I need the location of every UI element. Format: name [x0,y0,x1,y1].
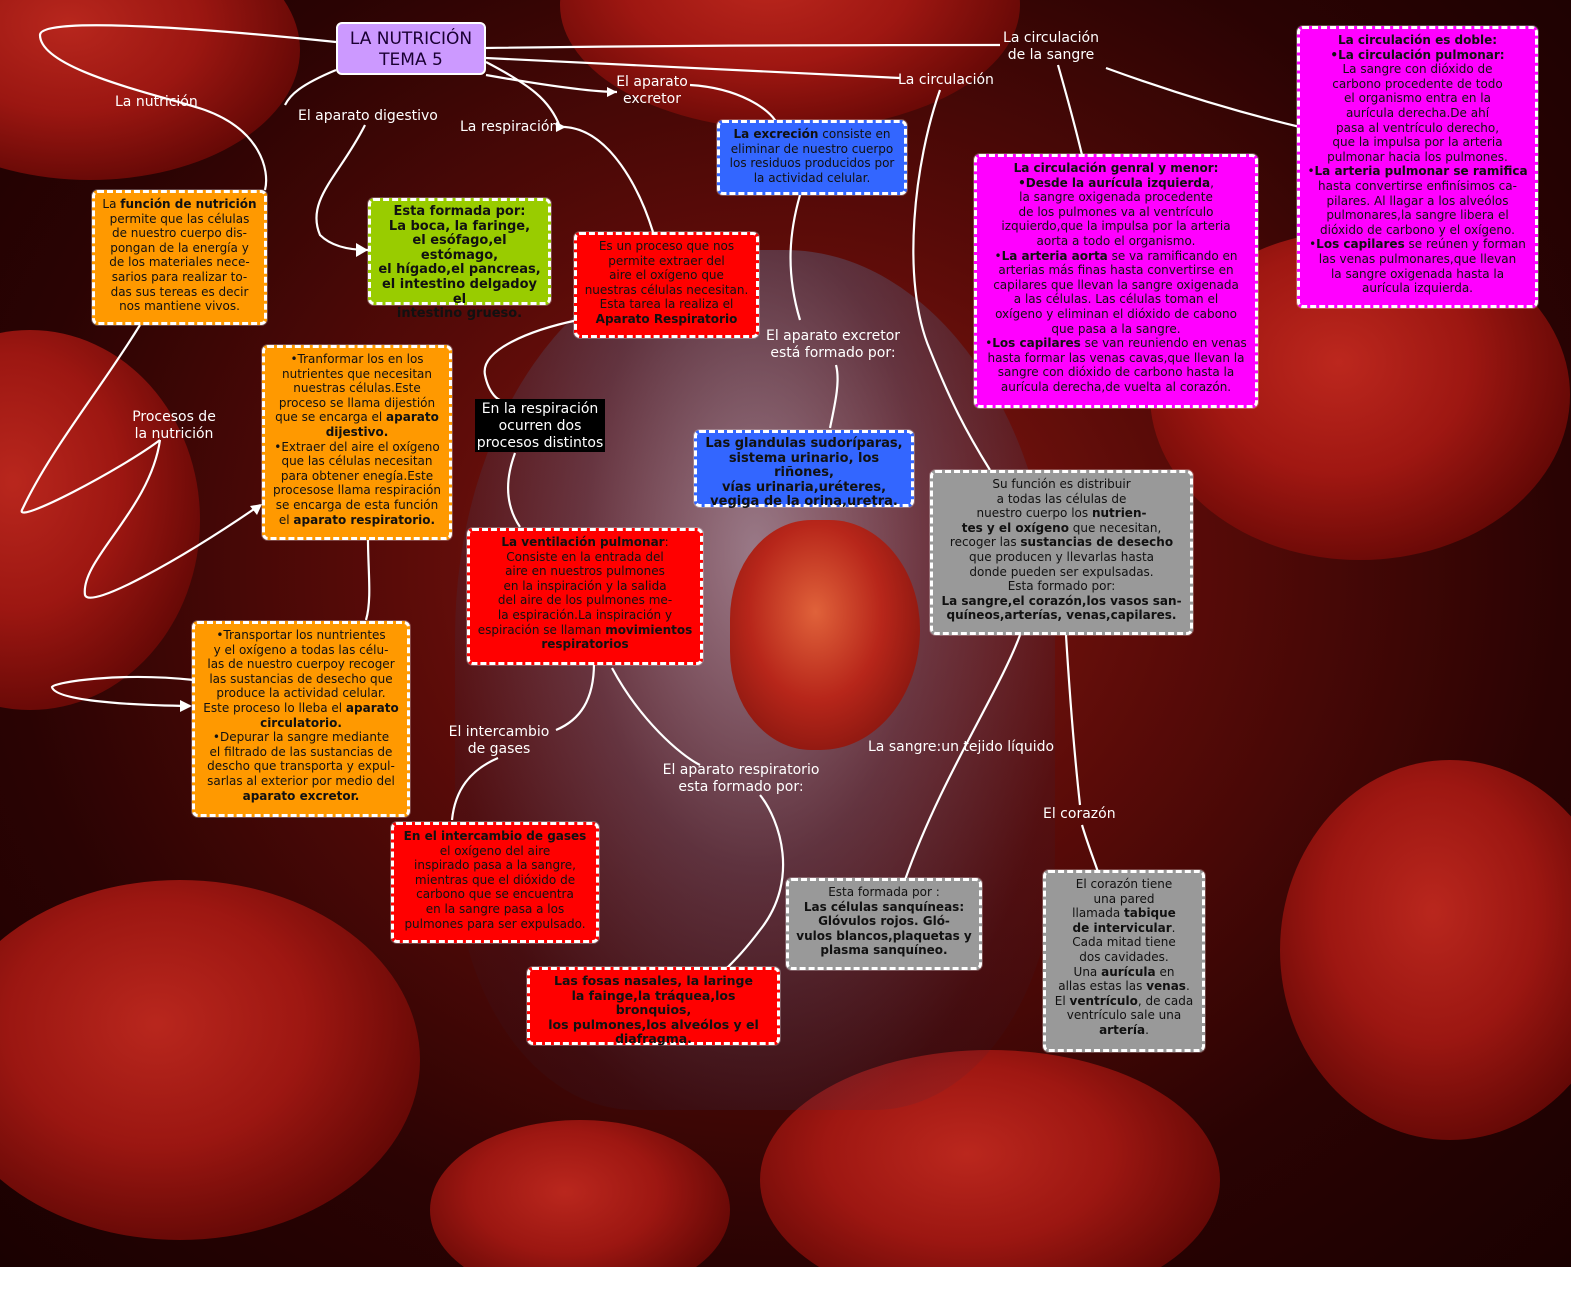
blood-cell [0,880,420,1240]
box-circulacion-funcion: Su función es distribuir a todas las cél… [930,470,1193,635]
box-respiracion-def: Es un proceso que nos permite extraer de… [574,232,759,338]
label-excretor-formado: El aparato excretor está formado por: [765,328,901,361]
label-respiracion: La respiración [460,119,559,135]
box-excretor-partes: Las glandulas sudoríparas, sistema urina… [694,430,914,509]
box-funcion-nutricion: La función de nutrición permite que las … [92,190,267,325]
box-procesos-1: •Tranformar los en los nutrientes que ne… [262,345,452,540]
heart-image [730,520,920,750]
box-intercambio-gases: En el intercambio de gases el oxígeno de… [391,822,599,943]
box-digestivo: Esta formada por: La boca, la faringe, e… [368,198,551,321]
label-corazon: El corazón [1043,806,1116,822]
box-sangre: Esta formada por : Las células sanquínea… [786,878,982,970]
connector-lines [0,0,1571,1267]
label-aparato-excretor: El aparato excretor [616,74,688,107]
box-ventilacion: La ventilación pulmonar: Consiste en la … [467,528,703,665]
box-circulacion-general: La circulación genral y menor: •Desde la… [974,154,1258,408]
label-circulacion-sangre: La circulación de la sangre [1003,30,1099,63]
box-corazon: El corazón tiene una pared llamada tabiq… [1043,870,1205,1052]
label-circulacion: La circulación [898,72,994,88]
label-aparato-digestivo: El aparato digestivo [298,108,438,124]
label-respiracion-procesos: En la respiración ocurren dos procesos d… [475,399,605,452]
label-nutricion: La nutrición [115,94,198,110]
label-intercambio: El intercambio de gases [448,724,550,757]
box-circulacion-doble: La circulación es doble: •La circulación… [1297,26,1538,308]
main-title: LA NUTRICIÓN TEMA 5 [336,22,486,75]
label-respiratorio-formado: El aparato respiratorio esta formado por… [662,762,820,795]
box-excrecion: La excreción consiste en eliminar de nue… [717,120,907,195]
blood-cell [1280,760,1571,1140]
label-sangre-tejido: La sangre:un tejido líquido [868,739,1055,755]
label-procesos: Procesos de la nutrición [132,409,216,442]
blood-cell [430,1120,730,1267]
box-respiratorio-partes: Las fosas nasales, la laringe la fainge,… [527,967,780,1046]
box-procesos-2: •Transportar los nuntrientes y el oxígen… [192,621,410,817]
